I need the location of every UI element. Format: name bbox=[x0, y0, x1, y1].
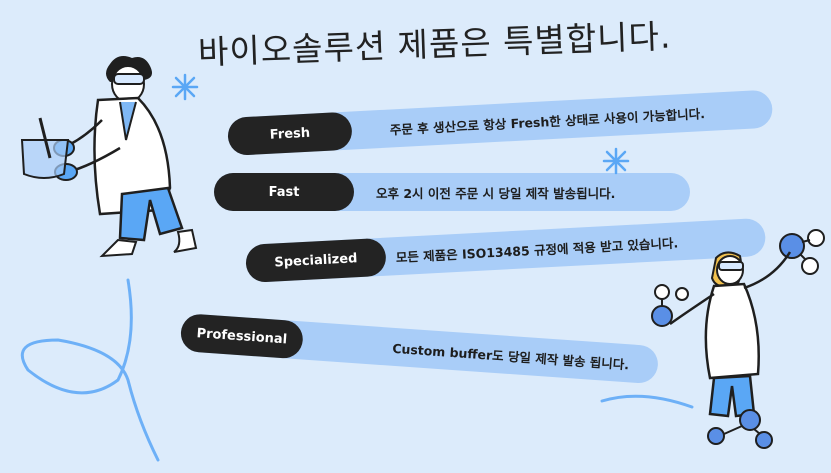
scientist-left-illustration bbox=[20, 56, 198, 258]
feature-row-fast: Fast 오후 2시 이전 주문 시 당일 제작 발송됩니다. bbox=[214, 173, 690, 211]
feature-label-pill: Fresh bbox=[227, 111, 353, 156]
page-title: 바이오솔루션 제품은 특별합니다. bbox=[197, 16, 672, 72]
swirl-decoration bbox=[600, 394, 694, 409]
feature-label-pill: Fast bbox=[214, 173, 354, 211]
sparkle-icon bbox=[171, 73, 199, 101]
scientist-right-illustration bbox=[651, 229, 825, 449]
feature-row-professional: Professional Custom buffer도 당일 제작 발송 됩니다… bbox=[179, 313, 660, 385]
feature-description: 모든 제품은 ISO13485 규정에 적용 받고 있습니다. bbox=[395, 234, 679, 265]
sparkle-icon bbox=[602, 147, 630, 175]
feature-label-pill: Specialized bbox=[245, 237, 387, 283]
feature-row-fresh: Fresh 주문 후 생산으로 항상 Fresh한 상태로 사용이 가능합니다. bbox=[227, 89, 774, 156]
feature-description: Custom buffer도 당일 제작 발송 됩니다. bbox=[391, 340, 630, 372]
feature-description: 오후 2시 이전 주문 시 당일 제작 발송됩니다. bbox=[376, 185, 616, 201]
swirl-decoration bbox=[20, 278, 160, 462]
feature-label-pill: Professional bbox=[179, 313, 305, 360]
feature-description: 주문 후 생산으로 항상 Fresh한 상태로 사용이 가능합니다. bbox=[389, 105, 706, 138]
